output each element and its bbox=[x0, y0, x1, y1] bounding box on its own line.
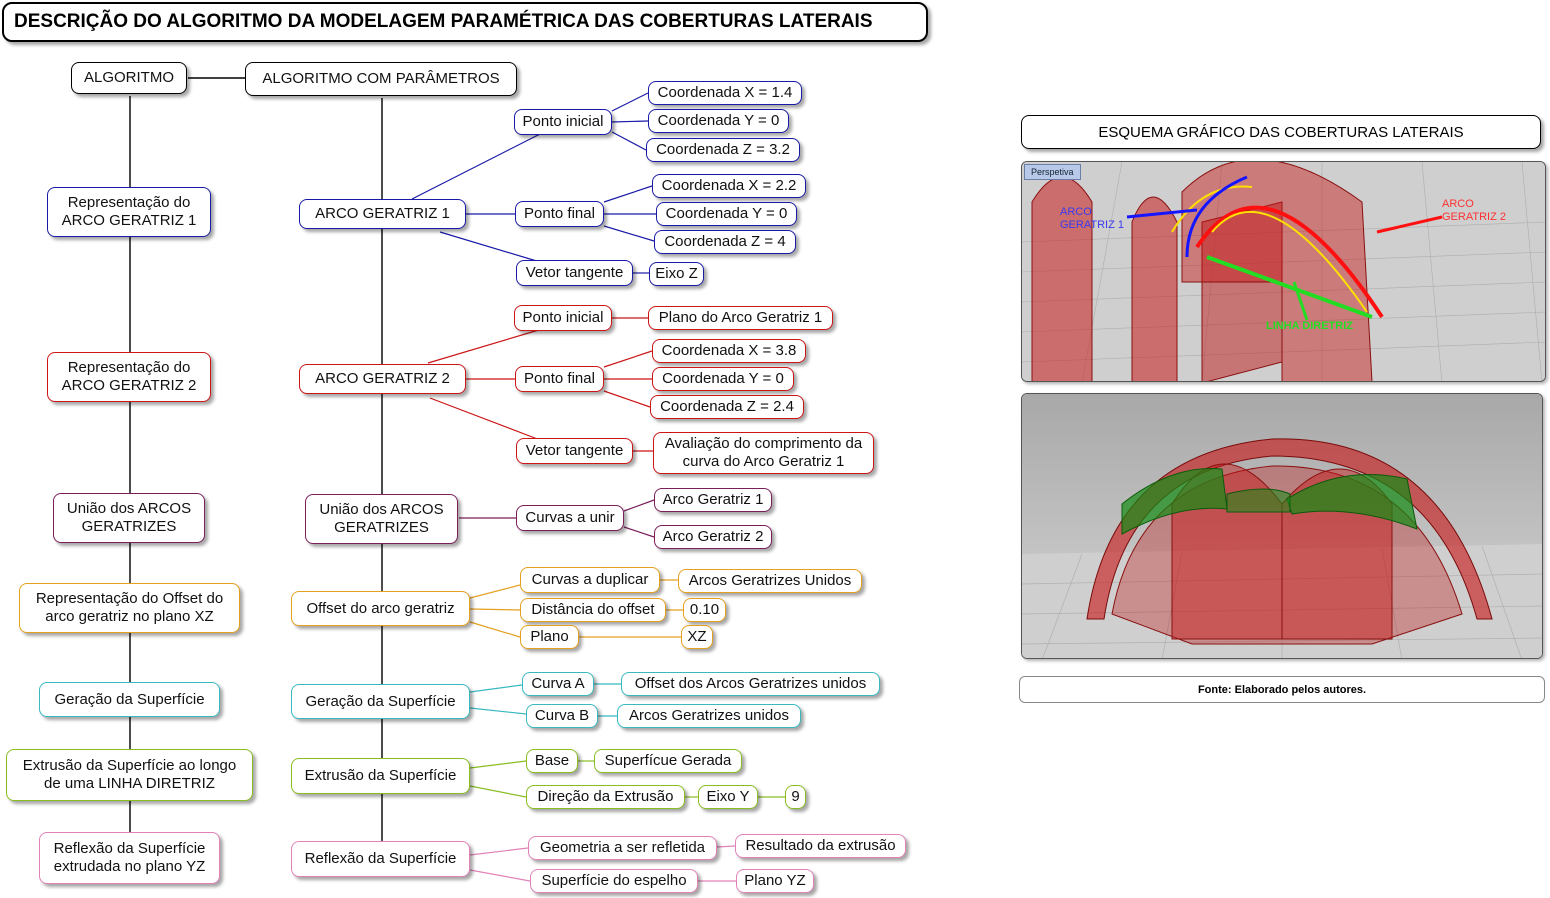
label-arco-geratriz-2: ARCO GERATRIZ 2 bbox=[1442, 198, 1506, 223]
col1-item-reflexao: Reflexão da Superfície extrudada no plan… bbox=[39, 832, 220, 884]
arco2-ponto-inicial: Ponto inicial bbox=[514, 305, 612, 331]
reflexao-espelho-val: Plano YZ bbox=[736, 869, 814, 893]
arco1-vetor-val: Eixo Z bbox=[649, 262, 704, 286]
offset-distancia: Distância do offset bbox=[520, 598, 666, 622]
reflexao-geometria: Geometria a ser refletida bbox=[528, 836, 717, 860]
col2-item-offset: Offset do arco geratriz bbox=[291, 591, 470, 626]
label-arco-geratriz-1: ARCO GERATRIZ 1 bbox=[1060, 206, 1124, 231]
col1-item-extrusao: Extrusão da Superfície ao longo de uma L… bbox=[6, 749, 253, 801]
viewport-tab[interactable]: Perspetiva bbox=[1024, 164, 1081, 180]
arco2-pf-x: Coordenada X = 3.8 bbox=[652, 339, 806, 363]
arco2-pf-y: Coordenada Y = 0 bbox=[652, 367, 794, 391]
arco1-pi-x: Coordenada X = 1.4 bbox=[648, 81, 802, 105]
label-linha-diretriz: LINHA DIRETRIZ bbox=[1266, 320, 1353, 332]
superficie-curva-b: Curva B bbox=[526, 704, 598, 728]
col1-item-superficie: Geração da Superfície bbox=[39, 682, 220, 717]
viewport-top: Perspetiva ARCO GERATRIZ 1 ARCO GERATRIZ… bbox=[1021, 161, 1546, 382]
col2-item-superficie: Geração da Superfície bbox=[291, 684, 470, 719]
arch-model-render-top bbox=[1022, 162, 1545, 381]
extrusao-direcao: Direção da Extrusão bbox=[526, 785, 685, 809]
col2-item-arco1: ARCO GERATRIZ 1 bbox=[299, 199, 466, 229]
offset-plano: Plano bbox=[520, 625, 579, 649]
extrusao-direcao-val: Eixo Y bbox=[698, 785, 758, 809]
arco1-vetor: Vetor tangente bbox=[516, 260, 633, 286]
arco1-pi-y: Coordenada Y = 0 bbox=[648, 109, 789, 133]
reflexao-espelho: Superfície do espelho bbox=[530, 869, 698, 893]
col2-item-uniao: União dos ARCOS GERATRIZES bbox=[305, 494, 458, 544]
extrusao-base: Base bbox=[526, 749, 578, 773]
arco1-ponto-final: Ponto final bbox=[515, 201, 604, 227]
superficie-curva-a-val: Offset dos Arcos Geratrizes unidos bbox=[621, 672, 880, 696]
col1-item-uniao: União dos ARCOS GERATRIZES bbox=[53, 493, 205, 543]
col2-item-reflexao: Reflexão da Superfície bbox=[291, 841, 470, 877]
extrusao-direcao-num: 9 bbox=[785, 785, 806, 809]
extrusao-base-val: Superfícue Gerada bbox=[594, 749, 742, 773]
arco2-pi-val: Plano do Arco Geratriz 1 bbox=[648, 306, 833, 330]
col2-item-extrusao: Extrusão da Superfície bbox=[291, 758, 470, 794]
reflexao-geometria-val: Resultado da extrusão bbox=[735, 834, 906, 858]
source-caption: Fonte: Elaborado pelos autores. bbox=[1019, 676, 1545, 703]
arco1-pf-z: Coordenada Z = 4 bbox=[654, 230, 796, 254]
algoritmo-parametros-heading: ALGORITMO COM PARÂMETROS bbox=[245, 62, 517, 96]
col1-item-arco2: Representação do ARCO GERATRIZ 2 bbox=[47, 352, 211, 402]
arco2-vetor-val: Avaliação do comprimento da curva do Arc… bbox=[653, 432, 874, 474]
offset-curvas-val: Arcos Geratrizes Unidos bbox=[678, 569, 862, 593]
uniao-arco1: Arco Geratriz 1 bbox=[654, 488, 772, 512]
arco1-pi-z: Coordenada Z = 3.2 bbox=[646, 138, 800, 162]
uniao-curvas: Curvas a unir bbox=[516, 505, 624, 531]
superficie-curva-b-val: Arcos Geratrizes unidos bbox=[617, 704, 801, 728]
arco1-ponto-inicial: Ponto inicial bbox=[514, 109, 612, 135]
offset-distancia-val: 0.10 bbox=[683, 598, 726, 622]
schema-title: ESQUEMA GRÁFICO DAS COBERTURAS LATERAIS bbox=[1021, 115, 1541, 149]
arco1-pf-y: Coordenada Y = 0 bbox=[656, 202, 797, 226]
arco1-pf-x: Coordenada X = 2.2 bbox=[652, 174, 806, 198]
superficie-curva-a: Curva A bbox=[522, 672, 594, 696]
viewport-bottom bbox=[1021, 393, 1543, 659]
arch-model-render-bottom bbox=[1022, 394, 1542, 658]
offset-plano-val: XZ bbox=[681, 625, 713, 649]
col1-item-offset: Representação do Offset do arco geratriz… bbox=[19, 583, 240, 633]
col2-item-arco2: ARCO GERATRIZ 2 bbox=[299, 364, 466, 394]
uniao-arco2: Arco Geratriz 2 bbox=[654, 525, 772, 549]
col1-item-arco1: Representação do ARCO GERATRIZ 1 bbox=[47, 187, 211, 237]
arco2-pf-z: Coordenada Z = 2.4 bbox=[650, 395, 804, 419]
offset-curvas: Curvas a duplicar bbox=[520, 567, 660, 593]
arco2-vetor: Vetor tangente bbox=[516, 438, 633, 464]
algoritmo-heading: ALGORITMO bbox=[71, 62, 187, 94]
page-title: DESCRIÇÃO DO ALGORITMO DA MODELAGEM PARA… bbox=[2, 2, 928, 42]
arco2-ponto-final: Ponto final bbox=[515, 366, 604, 392]
